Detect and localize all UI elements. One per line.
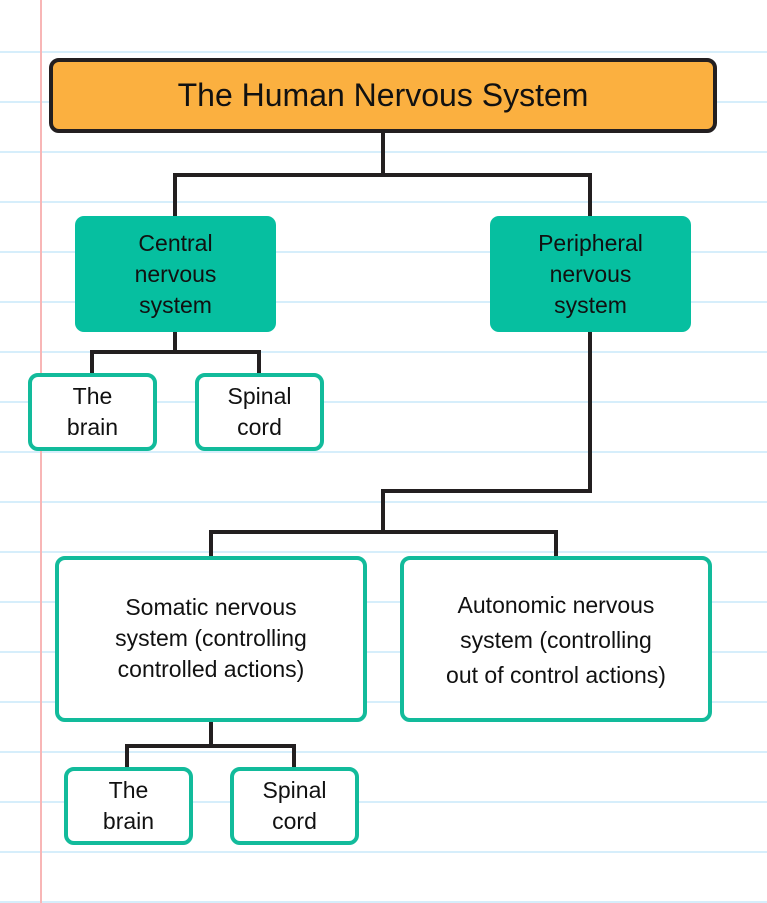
connector-somatic-to-brain <box>125 721 213 768</box>
ruled-line <box>0 801 767 803</box>
node-label-line: cord <box>272 808 317 834</box>
somatic-nervous-system-node: Somatic nervous system (controlling cont… <box>55 556 367 722</box>
ruled-line <box>0 51 767 53</box>
node-label-line: Spinal <box>262 777 327 803</box>
peripheral-nervous-system-node: Peripheral nervous system <box>490 216 691 332</box>
central-brain-node: The brain <box>28 373 157 451</box>
ruled-line <box>0 601 767 603</box>
node-label-line: system <box>554 291 627 318</box>
node-label-line: The <box>108 777 149 803</box>
node-label-line: Autonomic nervous <box>457 592 655 618</box>
somatic-brain-node: The brain <box>64 767 193 845</box>
ruled-line <box>0 451 767 453</box>
connector-to-somatic <box>209 530 383 557</box>
ruled-line <box>0 301 767 303</box>
connector-somatic-to-spinal <box>211 744 296 768</box>
node-label-line: Central <box>138 229 213 256</box>
connector-central-to-children <box>90 331 177 374</box>
ruled-line <box>0 201 767 203</box>
ruled-line <box>0 701 767 703</box>
node-label-line: Peripheral <box>538 229 643 256</box>
margin-line <box>40 0 42 903</box>
ruled-line <box>0 751 767 753</box>
node-label-line: system <box>139 291 212 318</box>
connector-to-autonomic <box>383 530 558 557</box>
node-label-line: The <box>72 383 113 409</box>
node-label-line: nervous <box>549 260 632 287</box>
title-text: The Human Nervous System <box>177 77 589 113</box>
ruled-line <box>0 651 767 653</box>
node-label-line: system (controlling <box>115 625 307 651</box>
connector-title-to-central <box>173 132 385 216</box>
somatic-spinal-cord-node: Spinal cord <box>230 767 359 845</box>
node-label-line: controlled actions) <box>117 656 305 682</box>
ruled-line <box>0 251 767 253</box>
title-node: The Human Nervous System <box>49 58 717 133</box>
node-label-line: brain <box>66 414 119 440</box>
ruled-line <box>0 551 767 553</box>
ruled-line <box>0 901 767 903</box>
node-label-line: nervous <box>134 260 217 287</box>
central-nervous-system-node: Central nervous system <box>75 216 276 332</box>
node-label-line: Spinal <box>227 383 292 409</box>
connector-central-to-spinal <box>175 350 261 374</box>
node-label-line: out of control actions) <box>446 662 666 688</box>
node-label-line: brain <box>102 808 155 834</box>
node-label-line: Somatic nervous <box>125 594 297 620</box>
node-label-line: system (controlling <box>460 627 652 653</box>
autonomic-nervous-system-node: Autonomic nervous system (controlling ou… <box>400 556 712 722</box>
connector-peripheral-to-branches <box>381 331 592 532</box>
connector-title-to-peripheral <box>383 173 592 216</box>
ruled-line <box>0 851 767 853</box>
ruled-line <box>0 401 767 403</box>
central-spinal-cord-node: Spinal cord <box>195 373 324 451</box>
node-label-line: cord <box>237 414 282 440</box>
ruled-line <box>0 351 767 353</box>
